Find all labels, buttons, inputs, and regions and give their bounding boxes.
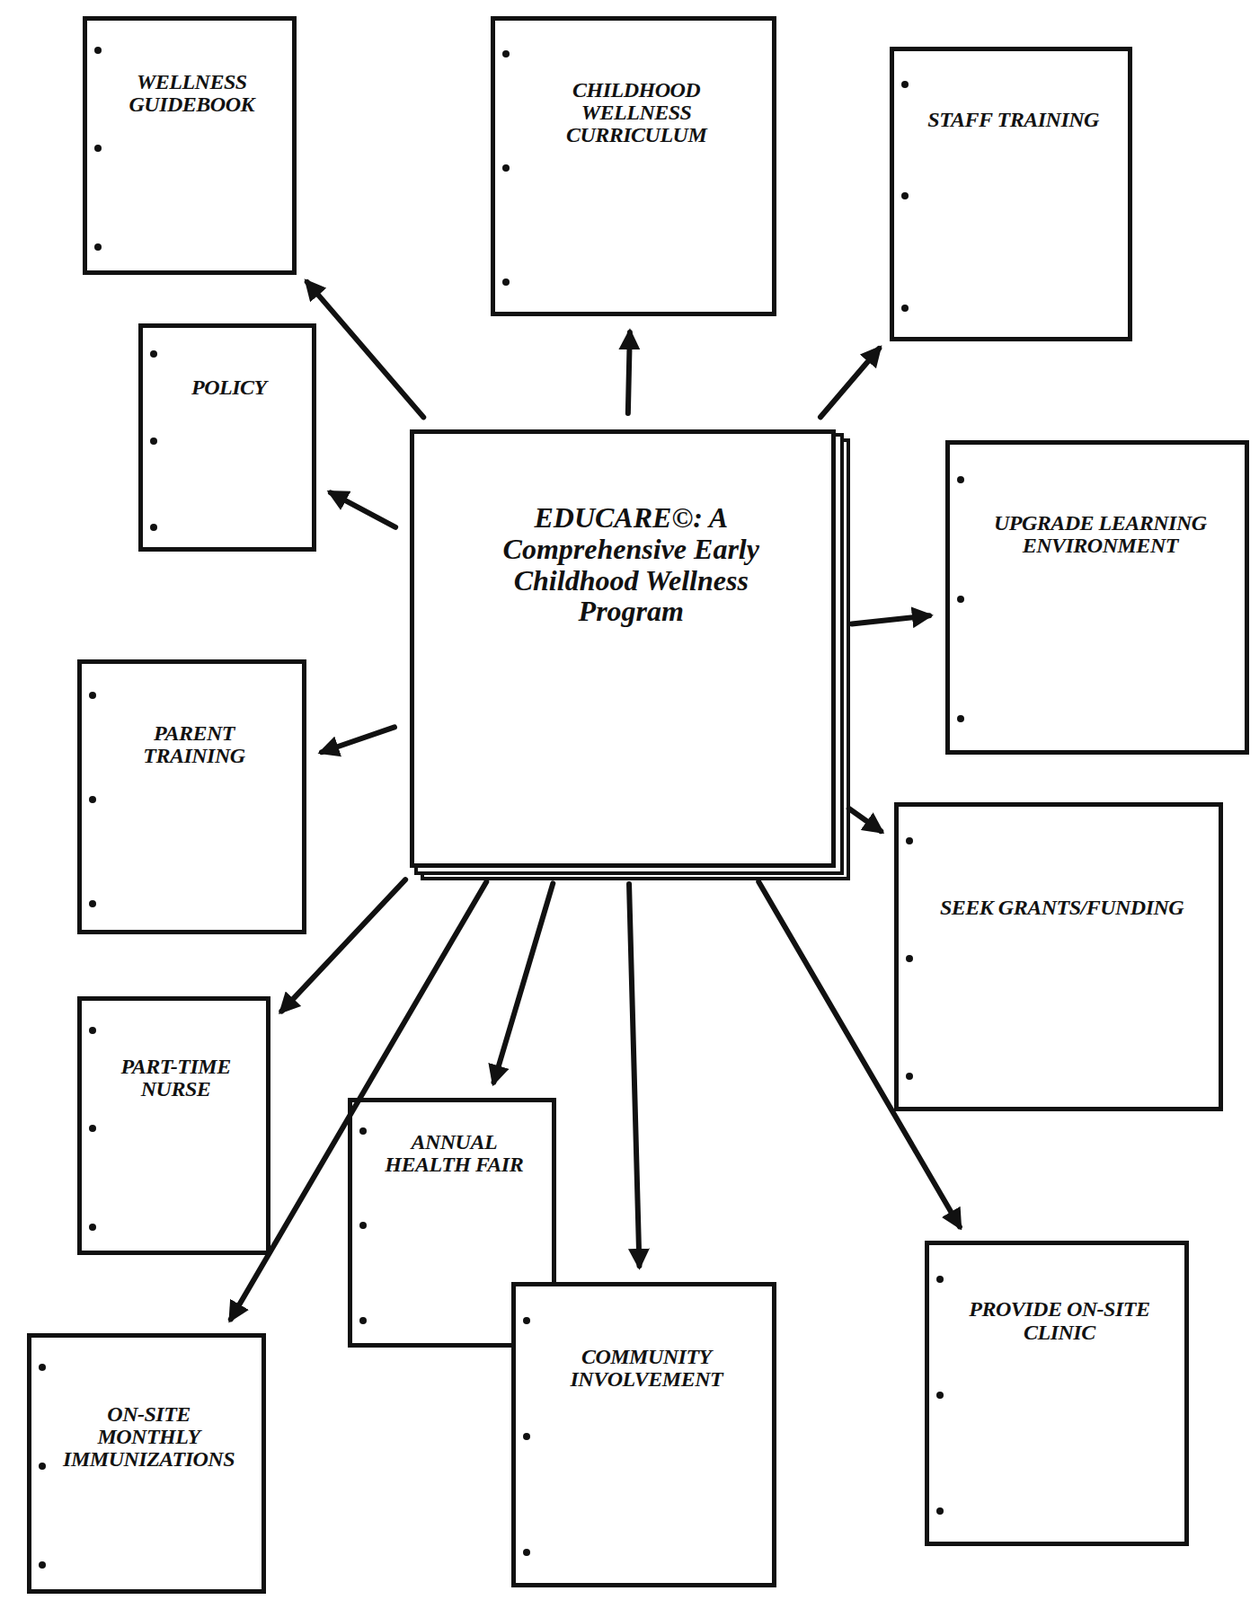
topic-page: SEEK GRANTS/FUNDING: [894, 802, 1224, 1112]
topic-page: STAFF TRAINING: [889, 46, 1133, 342]
punch-hole: [94, 46, 102, 54]
topic-page: WELLNESS GUIDEBOOK: [82, 16, 297, 275]
punch-hole: [936, 1391, 944, 1400]
punch-hole: [94, 243, 102, 251]
punch-hole: [502, 164, 510, 172]
punch-hole: [936, 1276, 944, 1284]
topic-label: WELLNESS GUIDEBOOK: [107, 70, 276, 116]
punch-hole: [905, 1072, 914, 1081]
topic-page: PART-TIME NURSE: [77, 996, 271, 1256]
punch-hole: [905, 837, 914, 845]
punch-hole: [150, 350, 158, 358]
topic-label: POLICY: [159, 376, 299, 399]
topic-label: SEEK GRANTS/FUNDING: [930, 896, 1194, 920]
punch-hole: [523, 1549, 531, 1557]
arrow-connector: [330, 492, 396, 528]
topic-label: STAFF TRAINING: [917, 108, 1109, 132]
topic-page: ON-SITE MONTHLY IMMUNIZATIONS: [26, 1333, 266, 1595]
topic-page: UPGRADE LEARNING ENVIRONMENT: [945, 440, 1250, 755]
program-title: EDUCARE©: A Comprehensive Early Childhoo…: [472, 502, 790, 627]
punch-hole: [936, 1507, 944, 1516]
punch-hole: [150, 437, 158, 445]
punch-hole: [88, 1125, 97, 1133]
punch-hole: [88, 1223, 97, 1232]
punch-hole: [359, 1222, 367, 1230]
arrow-connector: [307, 282, 425, 417]
arrow-connector: [493, 883, 553, 1082]
topic-label: PART-TIME NURSE: [100, 1055, 252, 1101]
topic-label: CHILDHOOD WELLNESS CURRICULUM: [523, 79, 751, 148]
punch-hole: [359, 1317, 367, 1325]
topic-label: PROVIDE ON-SITE CLINIC: [954, 1298, 1164, 1344]
punch-hole: [88, 796, 97, 804]
punch-hole: [957, 715, 965, 723]
punch-hole: [94, 144, 102, 152]
arrow-connector: [629, 884, 639, 1267]
arrow-connector: [321, 727, 395, 753]
punch-hole: [88, 900, 97, 908]
punch-hole: [905, 955, 914, 963]
topic-label: UPGRADE LEARNING ENVIRONMENT: [979, 512, 1222, 558]
punch-hole: [38, 1364, 46, 1372]
punch-hole: [523, 1317, 531, 1325]
punch-hole: [38, 1561, 46, 1570]
punch-hole: [901, 192, 909, 200]
topic-label: ON-SITE MONTHLY IMMUNIZATIONS: [54, 1403, 244, 1472]
arrow-connector: [230, 882, 488, 1321]
topic-label: ANNUAL HEALTH FAIR: [372, 1131, 536, 1177]
punch-hole: [88, 691, 97, 700]
punch-hole: [523, 1433, 531, 1441]
punch-hole: [957, 476, 965, 484]
topic-page: CHILDHOOD WELLNESS CURRICULUM: [490, 16, 777, 317]
punch-hole: [150, 523, 158, 532]
punch-hole: [88, 1027, 97, 1035]
topic-page: POLICY: [138, 323, 317, 552]
topic-label: COMMUNITY INVOLVEMENT: [541, 1346, 753, 1392]
topic-page: PROVIDE ON-SITE CLINIC: [924, 1241, 1189, 1547]
arrow-connector: [758, 882, 960, 1228]
arrow-connector: [628, 332, 630, 414]
arrow-connector: [281, 879, 406, 1011]
punch-hole: [901, 80, 909, 89]
punch-hole: [957, 595, 965, 603]
punch-hole: [502, 278, 510, 286]
program-book: EDUCARE©: A Comprehensive Early Childhoo…: [409, 429, 836, 869]
punch-hole: [901, 304, 909, 312]
topic-page: COMMUNITY INVOLVEMENT: [511, 1282, 777, 1588]
arrow-connector: [849, 808, 882, 832]
topic-page: PARENT TRAINING: [77, 659, 307, 935]
arrow-connector: [851, 615, 930, 624]
arrow-connector: [820, 348, 879, 417]
punch-hole: [38, 1462, 46, 1471]
topic-label: PARENT TRAINING: [104, 722, 285, 768]
punch-hole: [359, 1127, 367, 1135]
punch-hole: [502, 50, 510, 58]
